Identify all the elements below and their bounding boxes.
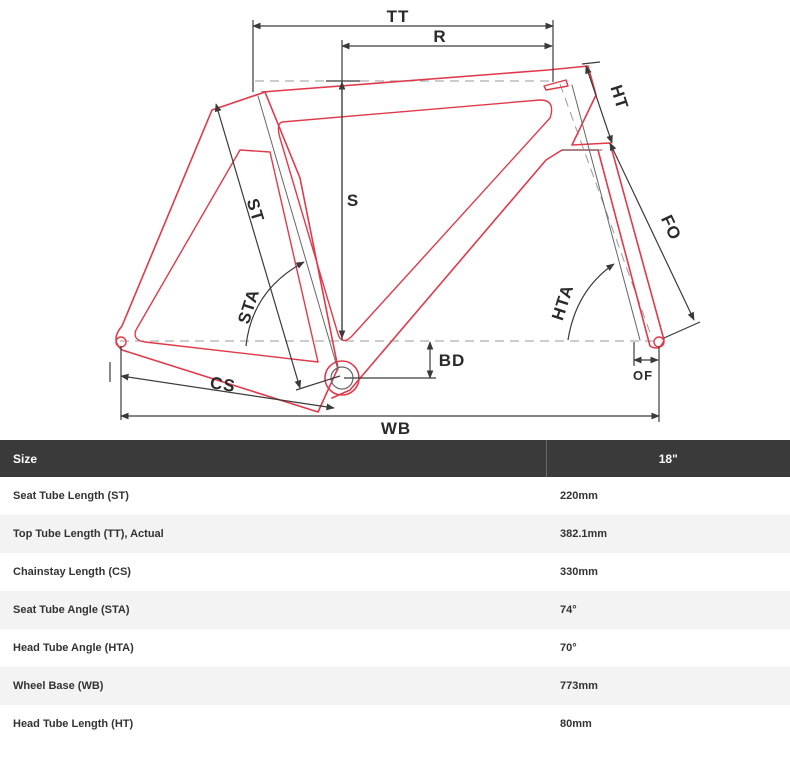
row-value: 773mm bbox=[546, 667, 790, 705]
label-st: ST bbox=[243, 196, 268, 224]
dimension-labels: TT R S HT FO ST STA HTA BD OF CS WB bbox=[209, 7, 685, 438]
table-header-row: Size 18" bbox=[0, 440, 790, 477]
row-value: 80mm bbox=[560, 718, 592, 730]
label-wb: WB bbox=[381, 419, 411, 438]
table-row: Head Tube Angle (HTA) 70° bbox=[0, 629, 790, 667]
label-cs: CS bbox=[209, 373, 237, 396]
frame-front-outline bbox=[261, 65, 665, 399]
table-row: Seat Tube Angle (STA) 74° bbox=[0, 591, 790, 629]
dimension-lines bbox=[109, 20, 701, 422]
table-row: Seat Tube Length (ST) 220mm bbox=[0, 477, 790, 515]
label-tt: TT bbox=[387, 7, 410, 26]
row-label: Wheel Base (WB) bbox=[0, 667, 546, 705]
header-size-value: 18" bbox=[546, 440, 790, 477]
row-value: 330mm bbox=[560, 566, 598, 578]
rear-dropout bbox=[115, 336, 127, 348]
row-label: Top Tube Length (TT), Actual bbox=[0, 515, 546, 553]
label-hta: HTA bbox=[548, 282, 577, 323]
label-sta: STA bbox=[234, 286, 263, 326]
frame-geometry-diagram: TT R S HT FO ST STA HTA BD OF CS WB bbox=[109, 7, 701, 438]
row-label: Head Tube Length (HT) bbox=[13, 718, 134, 730]
row-label: Head Tube Angle (HTA) bbox=[13, 642, 134, 654]
label-bd: BD bbox=[439, 351, 466, 370]
table-row: Top Tube Length (TT), Actual 382.1mm bbox=[0, 515, 790, 553]
row-label: Chainstay Length (CS) bbox=[13, 566, 131, 578]
label-fo: FO bbox=[657, 212, 685, 243]
label-r: R bbox=[433, 27, 446, 46]
label-s: S bbox=[347, 191, 359, 210]
row-label: Seat Tube Angle (STA) bbox=[0, 591, 546, 629]
row-label: Seat Tube Length (ST) bbox=[13, 490, 129, 502]
row-value: 382.1mm bbox=[546, 515, 790, 553]
row-value: 74° bbox=[546, 591, 790, 629]
table-row: Chainstay Length (CS) 330mm bbox=[0, 553, 790, 591]
label-ht: HT bbox=[606, 83, 632, 112]
table-row: Head Tube Length (HT) 80mm bbox=[0, 705, 790, 743]
header-size-label: Size bbox=[0, 440, 547, 477]
bicycle-frame bbox=[115, 65, 665, 413]
row-value: 70° bbox=[560, 642, 577, 654]
rear-triangle-inner bbox=[134, 149, 319, 363]
reference-lines bbox=[120, 80, 660, 342]
label-of: OF bbox=[633, 368, 653, 383]
geometry-spec-table: Size 18" Seat Tube Length (ST) 220mm Top… bbox=[0, 440, 790, 743]
table-row: Wheel Base (WB) 773mm bbox=[0, 667, 790, 705]
row-value: 220mm bbox=[560, 490, 598, 502]
